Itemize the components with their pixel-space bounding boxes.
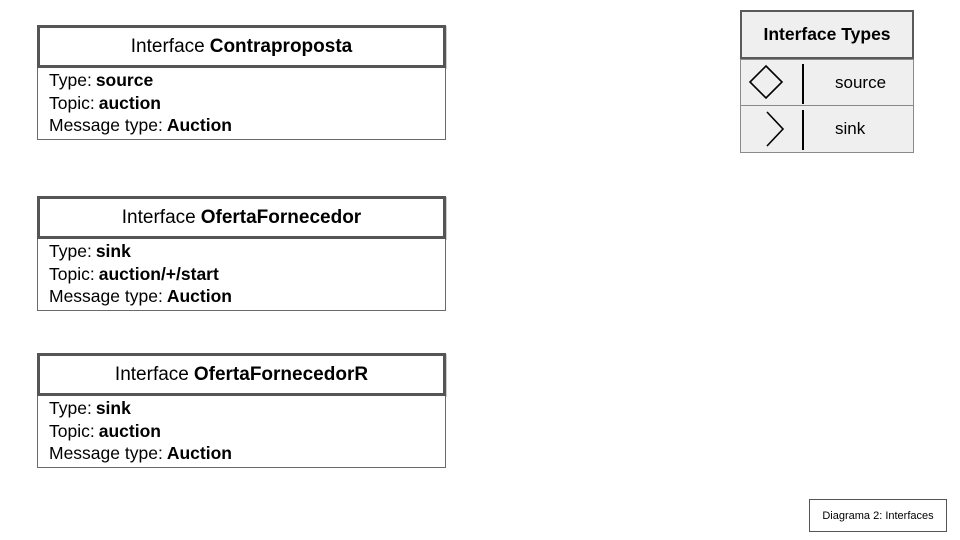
interface-details: Type:source Topic:auction Message type:A… [37,68,446,140]
message-type-value: Auction [166,286,232,306]
interface-name: OfertaFornecedor [200,206,362,228]
topic-label: Topic: [49,420,95,441]
topic-row: Topic:auction [49,420,445,443]
message-type-label: Message type: [49,286,163,306]
message-type-label: Message type: [49,115,163,135]
legend-item-label: sink [835,119,866,138]
message-type-row: Message type:Auction [49,285,445,308]
interface-prefix: Interface [121,206,196,228]
type-row: Type:sink [49,240,445,263]
type-value: sink [95,241,131,261]
chevron-right-icon [766,111,785,147]
type-label: Type: [49,241,92,261]
type-label: Type: [49,398,92,418]
message-type-value: Auction [166,115,232,135]
diamond-icon [748,64,784,100]
interface-details: Type:sink Topic:auction/+/start Message … [37,239,446,311]
legend-item-label: source [835,73,887,92]
topic-row: Topic:auction [49,92,445,115]
interface-details: Type:sink Topic:auction Message type:Auc… [37,396,446,468]
legend-item-sink: sink [740,106,914,153]
topic-label: Topic: [49,263,95,284]
legend-divider [802,110,804,150]
interface-box-contraproposta: Interface Contraproposta Type:source Top… [37,25,446,140]
legend-divider [802,64,804,104]
message-type-row: Message type:Auction [49,442,445,465]
interface-header: Interface OfertaFornecedor [37,196,446,239]
message-type-value: Auction [166,443,232,463]
topic-value: auction/+/start [98,263,219,284]
topic-row: Topic:auction/+/start [49,263,445,286]
interface-name: Contraproposta [209,35,353,57]
message-type-label: Message type: [49,443,163,463]
interface-prefix: Interface [114,363,189,385]
legend-title: Interface Types [740,10,914,59]
diagram-caption: Diagrama 2: Interfaces [809,499,947,532]
interface-box-ofertafornecedorr: Interface OfertaFornecedorR Type:sink To… [37,353,446,468]
interface-types-legend: Interface Types source sink [740,10,914,153]
message-type-row: Message type:Auction [49,114,445,137]
interface-header: Interface OfertaFornecedorR [37,353,446,396]
interface-header: Interface Contraproposta [37,25,446,68]
legend-item-source: source [740,59,914,106]
type-row: Type:source [49,69,445,92]
topic-value: auction [98,420,161,441]
interface-box-ofertafornecedor: Interface OfertaFornecedor Type:sink Top… [37,196,446,311]
type-label: Type: [49,70,92,90]
type-value: sink [95,398,131,418]
interface-name: OfertaFornecedorR [193,363,369,385]
type-row: Type:sink [49,397,445,420]
type-value: source [95,70,154,90]
topic-label: Topic: [49,92,95,113]
interface-prefix: Interface [130,35,205,57]
topic-value: auction [98,92,161,113]
